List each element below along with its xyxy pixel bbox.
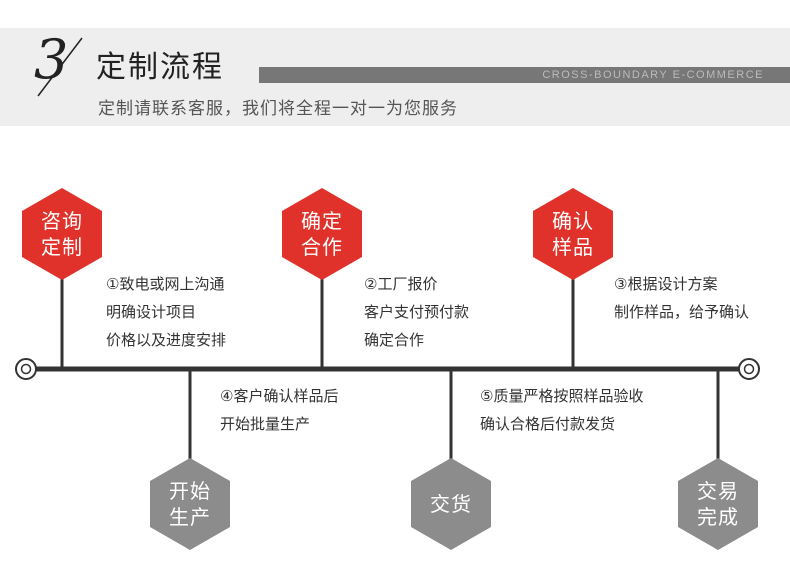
hexagon-step-5 xyxy=(411,458,491,550)
page-subtitle: 定制请联系客服，我们将全程一对一为您服务 xyxy=(98,99,458,119)
timeline-end-cap xyxy=(738,358,760,380)
hexagon-step-1 xyxy=(22,188,102,280)
step-3-desc-line: ③根据设计方案 xyxy=(614,275,718,293)
title-bar: CROSS-BOUNDARY E-COMMERCE xyxy=(259,67,790,83)
step-slash-icon xyxy=(37,37,83,97)
step-6-label-line2: 完成 xyxy=(697,505,739,529)
step-1-description: ①致电或网上沟通 明确设计项目 价格以及进度安排 xyxy=(106,270,226,354)
step-4-label-line1: 开始 xyxy=(169,479,211,503)
hexagon-step-2 xyxy=(282,188,362,280)
step-4-label-line2: 生产 xyxy=(169,505,211,529)
step-5-label-line1: 交货 xyxy=(430,492,472,516)
step-1-desc-line: 价格以及进度安排 xyxy=(106,331,227,349)
step-2-label-line1: 确定 xyxy=(301,209,343,233)
step-1-label-line2: 定制 xyxy=(41,235,83,259)
page-title: 定制流程 xyxy=(96,50,224,85)
step-6-label: 交易 完成 xyxy=(678,478,758,530)
step-4-desc-line: ④客户确认样品后 xyxy=(220,387,339,405)
banner-text: CROSS-BOUNDARY E-COMMERCE xyxy=(542,69,764,81)
step-2-desc-line: 确定合作 xyxy=(364,331,425,349)
step-5-label: 交货 xyxy=(411,491,491,517)
step-3-label: 确认 样品 xyxy=(533,208,613,260)
step-5-desc-line: 确认合格后付款发货 xyxy=(480,415,616,433)
step-3-desc-line: 制作样品，给予确认 xyxy=(614,303,750,321)
step-2-label: 确定 合作 xyxy=(282,208,362,260)
step-5-desc-line: ⑤质量严格按照样品验收 xyxy=(480,387,644,405)
timeline-start-cap xyxy=(15,358,37,380)
step-1-desc-line: 明确设计项目 xyxy=(106,303,197,321)
step-2-description: ②工厂报价 客户支付预付款 确定合作 xyxy=(364,270,469,354)
step-4-description: ④客户确认样品后 开始批量生产 xyxy=(220,382,338,438)
step-3-label-line1: 确认 xyxy=(552,209,594,233)
step-1-label-line1: 咨询 xyxy=(41,209,83,233)
step-2-label-line2: 合作 xyxy=(301,235,343,259)
hexagon-step-4 xyxy=(150,458,230,550)
step-4-label: 开始 生产 xyxy=(150,478,230,530)
step-2-desc-line: 客户支付预付款 xyxy=(364,303,470,321)
step-3-label-line2: 样品 xyxy=(552,235,594,259)
step-1-desc-line: ①致电或网上沟通 xyxy=(106,275,225,293)
step-2-desc-line: ②工厂报价 xyxy=(364,275,438,293)
hexagon-step-6 xyxy=(678,458,758,550)
step-4-desc-line: 开始批量生产 xyxy=(220,415,311,433)
hexagon-step-3 xyxy=(533,188,613,280)
step-3-description: ③根据设计方案 制作样品，给予确认 xyxy=(614,270,749,326)
step-1-label: 咨询 定制 xyxy=(22,208,102,260)
step-5-description: ⑤质量严格按照样品验收 确认合格后付款发货 xyxy=(480,382,643,438)
step-6-label-line1: 交易 xyxy=(697,479,739,503)
